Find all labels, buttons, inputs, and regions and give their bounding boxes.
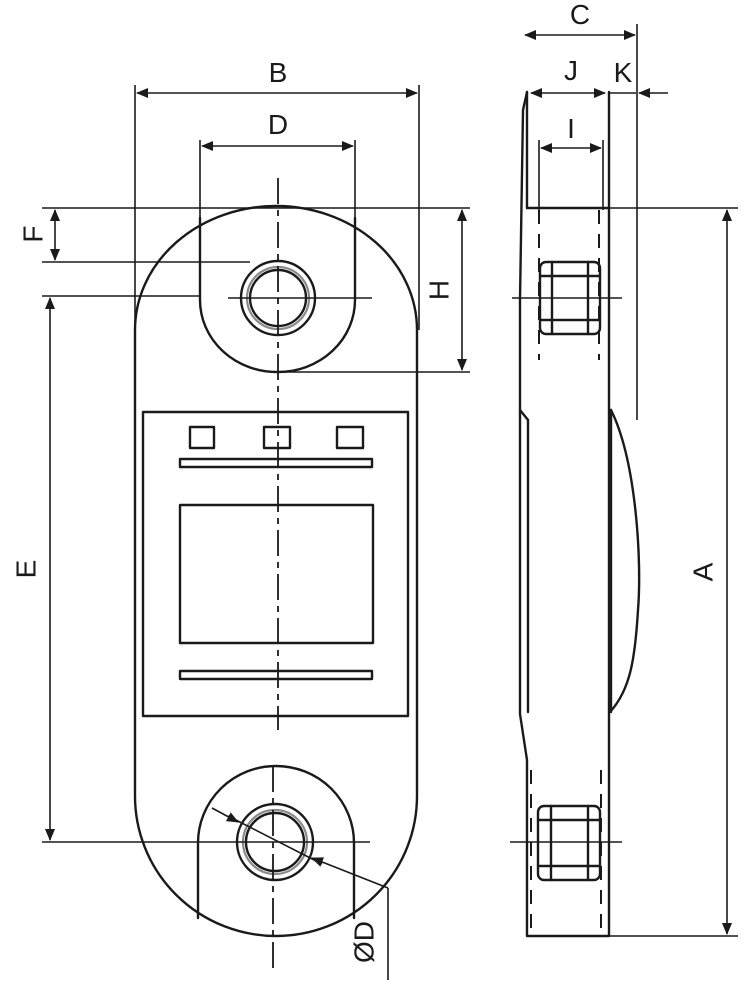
- side-body: [518, 90, 611, 938]
- dim-h-label: H: [423, 280, 454, 300]
- display-bulge: [608, 408, 641, 714]
- dim-j-label: J: [564, 55, 578, 86]
- front-view: [42, 178, 419, 968]
- bottom-pin-side: [536, 804, 602, 882]
- dim-k-label: K: [614, 57, 633, 88]
- bottom-lug-plate: [196, 764, 356, 920]
- button-right: [335, 425, 365, 450]
- dim-i-label: I: [567, 113, 575, 144]
- dim-b-label: B: [269, 57, 288, 88]
- dim-od-label: ØD: [348, 921, 379, 963]
- side-dimensions: C J K I A: [524, 0, 738, 937]
- dim-a-label: A: [687, 562, 718, 581]
- lower-slot: [178, 669, 374, 681]
- dim-od-leader: [227, 815, 323, 865]
- side-view: [510, 90, 641, 938]
- dim-e-label: E: [10, 560, 41, 579]
- dim-f-label: F: [17, 225, 48, 242]
- dim-d-label: D: [268, 109, 288, 140]
- button-center: [262, 425, 292, 450]
- body-outline: [133, 204, 419, 938]
- front-dimensions: B D F H E ØD: [10, 57, 470, 980]
- button-left: [188, 425, 216, 450]
- display-housing: [141, 410, 410, 718]
- upper-slot: [178, 457, 374, 469]
- display-window: [178, 503, 375, 645]
- dim-c-label: C: [570, 0, 590, 30]
